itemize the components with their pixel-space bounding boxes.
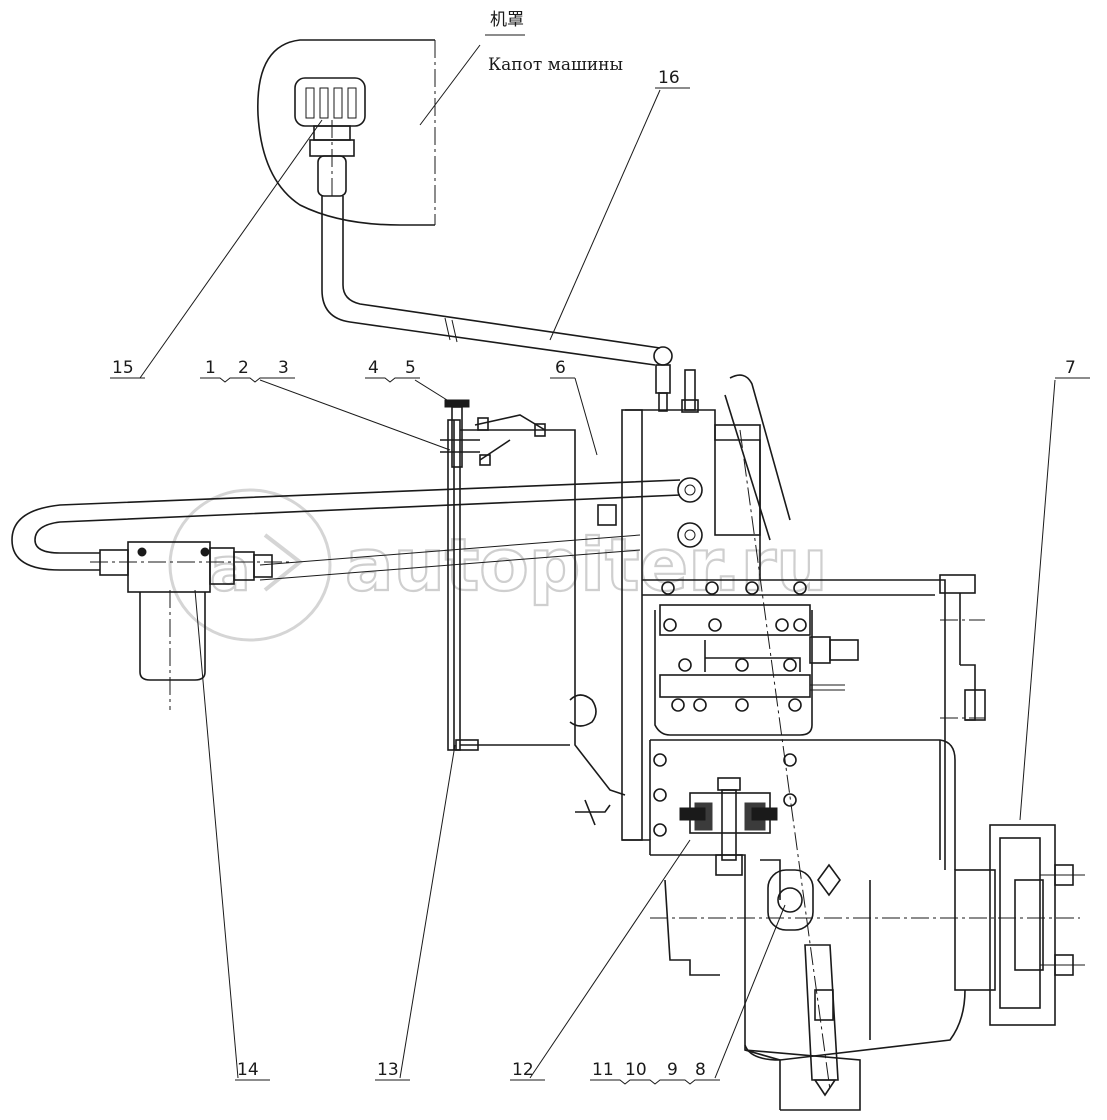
- callout-16: 16: [658, 68, 680, 88]
- callout-1: 1: [205, 358, 216, 378]
- watermark-text: autopiter.ru: [345, 523, 828, 607]
- callout-5: 5: [405, 358, 416, 378]
- breather-cap: [294, 77, 366, 200]
- watermark: a autopiter.ru: [168, 488, 829, 642]
- callout-9: 9: [667, 1060, 678, 1080]
- leader-lines: [110, 34, 1090, 1085]
- callout-13: 13: [377, 1060, 399, 1080]
- callout-11: 11: [592, 1060, 614, 1080]
- linkage-parts: [440, 399, 546, 468]
- oil-line-and-filter: [11, 479, 681, 710]
- callout-8: 8: [695, 1060, 706, 1080]
- callout-10: 10: [625, 1060, 647, 1080]
- callout-15: 15: [112, 358, 134, 378]
- breather-pipe: [321, 196, 673, 412]
- callout-3: 3: [278, 358, 289, 378]
- callout-6: 6: [555, 358, 566, 378]
- flywheel-housing: [447, 419, 626, 796]
- callout-7: 7: [1065, 358, 1076, 378]
- callout-12: 12: [512, 1060, 534, 1080]
- hood-caption-ru: Капот машины: [488, 55, 623, 75]
- callout-2: 2: [238, 358, 249, 378]
- gearbox-body: [575, 369, 1085, 1111]
- hood-caption-cn: 机罩: [490, 10, 524, 30]
- svg-text:a: a: [210, 535, 251, 605]
- machine-hood: [257, 39, 436, 226]
- callout-14: 14: [237, 1060, 259, 1080]
- callout-4: 4: [368, 358, 379, 378]
